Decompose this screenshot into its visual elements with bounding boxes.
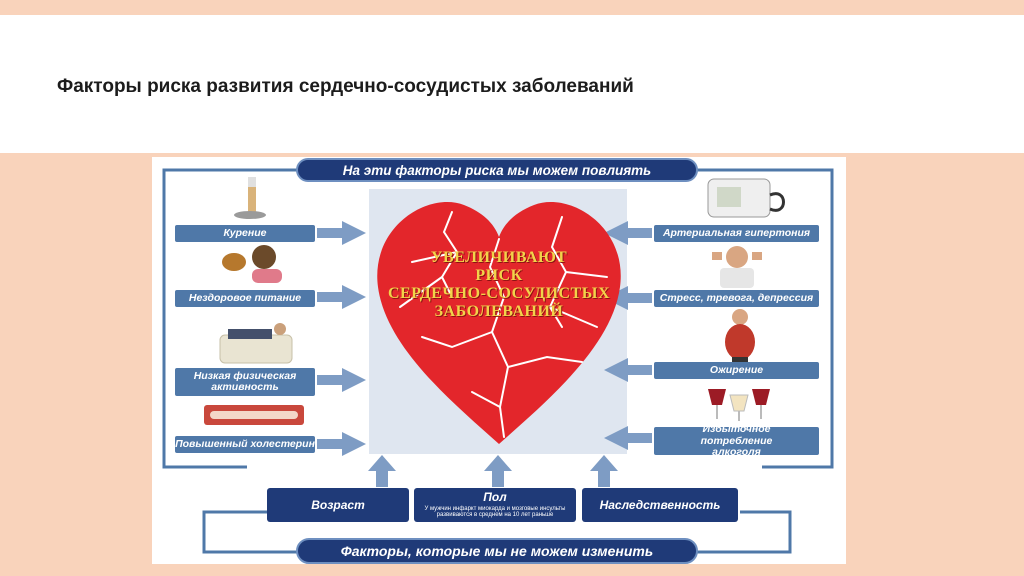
arrow-left-2 <box>317 285 366 309</box>
heart-text-line-2: РИСК <box>475 266 523 284</box>
arrow-right-1 <box>604 221 652 245</box>
arrow-left-3 <box>317 368 366 392</box>
arrow-up-heredity <box>590 455 618 487</box>
factor-sex-note: У мужчин инфаркт миокарда и мозговые инс… <box>424 506 566 519</box>
cigarette-icon <box>234 177 266 219</box>
risk-factors-diagram: На эти факторы риска мы можем повлиять Ф… <box>152 157 846 564</box>
factor-heredity: Наследственность <box>582 488 738 522</box>
heart-text: УВЕЛИЧИВАЮТ РИСК СЕРДЕЧНО-СОСУДИСТЫХ ЗАБ… <box>377 249 621 321</box>
factor-hypertension: Артериальная гипертония <box>654 225 819 242</box>
up-arrows <box>368 455 618 487</box>
factor-sex-label: Пол <box>483 490 507 505</box>
factor-sex: Пол У мужчин инфаркт миокарда и мозговые… <box>414 488 576 522</box>
heart-text-line-1: УВЕЛИЧИВАЮТ <box>430 249 568 266</box>
page-title: Факторы риска развития сердечно-сосудист… <box>57 76 634 97</box>
wine-glasses-icon <box>708 389 770 421</box>
factor-unhealthy-diet: Нездоровое питание <box>175 290 315 307</box>
factor-age: Возраст <box>267 488 409 522</box>
outer-frame <box>162 168 834 554</box>
couch-person-icon <box>219 323 293 364</box>
heart-cracks <box>399 211 608 438</box>
factor-stress: Стресс, тревога, депрессия <box>654 290 819 307</box>
artery-icon <box>204 405 304 425</box>
arrow-left-1 <box>317 221 366 245</box>
heart-text-line-3: СЕРДЕЧНО-СОСУДИСТЫХ <box>387 284 611 302</box>
left-arrows <box>317 221 366 456</box>
diagram-graphics <box>162 168 834 554</box>
bottom-banner: Факторы, которые мы не можем изменить <box>296 538 698 564</box>
heart-text-line-4: ЗАБОЛЕВАНИЙ <box>434 302 564 320</box>
stressed-man-icon <box>712 246 762 288</box>
factor-cholesterol: Повышенный холестерин <box>175 436 315 453</box>
factor-smoking: Курение <box>175 225 315 242</box>
burger-eating-icon <box>222 245 282 283</box>
top-banner: На эти факторы риска мы можем повлиять <box>296 158 698 182</box>
arrow-left-4 <box>317 432 366 456</box>
arrow-right-4 <box>604 426 652 450</box>
factor-alcohol: Избыточное потребление алкоголя <box>654 424 819 457</box>
arrow-up-sex <box>484 455 512 487</box>
factor-obesity: Ожирение <box>654 362 819 379</box>
obese-man-icon <box>725 309 755 363</box>
arrow-right-3 <box>604 358 652 382</box>
header-band <box>0 15 1024 153</box>
arrow-up-age <box>368 455 396 487</box>
tonometer-icon <box>707 178 785 218</box>
factor-low-activity: Низкая физическая активность <box>175 368 315 396</box>
